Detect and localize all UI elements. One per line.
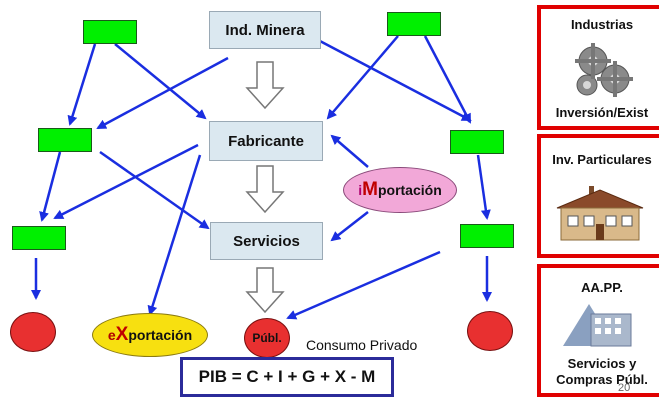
import-prefix: i [358, 182, 363, 198]
hollow-arrow-minera-to-fabricante [245, 61, 285, 110]
green-box-low-right [460, 224, 514, 248]
arrow-mid-left-to-servicios [99, 150, 210, 230]
node-services: Servicios [210, 222, 323, 260]
green-box-top-left [83, 20, 137, 44]
panel-industries-title: Industrias [570, 17, 634, 32]
panel-public-admin-caption-2: Compras Públ. [556, 372, 648, 387]
export-big-letter: X [115, 324, 129, 345]
gdp-formula: PIB = C + I + G + X - M [198, 367, 376, 386]
node-mining-label: Ind. Minera [225, 21, 305, 39]
arrow-top-right-to-fabricante [326, 35, 399, 120]
arrow-minera-to-mid-right [317, 38, 472, 122]
gears-icon [575, 43, 633, 97]
arrow-fabricante-to-low-left [53, 143, 199, 220]
arrow-low-right-to-publico [286, 250, 441, 320]
panel-private-investment-title: Inv. Particulares [552, 152, 652, 167]
panel-industries-caption: Inversión/Exist [555, 105, 649, 120]
green-box-mid-left [38, 128, 92, 152]
arrow-importacion-to-servicios [330, 211, 369, 242]
green-box-top-right [387, 12, 441, 36]
hollow-arrow-servicios-to-publico [245, 267, 285, 314]
green-box-low-left [12, 226, 66, 250]
node-manufacturer: Fabricante [209, 121, 323, 161]
building-icon [563, 304, 632, 347]
import-big-letter: M [362, 179, 378, 200]
panel-private-investment: Inv. Particulares [537, 134, 659, 258]
arrow-importacion-to-fabricante [330, 134, 369, 168]
panel-public-administration: AA.PP. Servicios y Compras Públ. [537, 264, 659, 397]
arrow-fabricante-to-exportacion [147, 154, 202, 316]
export-suffix: portación [128, 327, 193, 343]
panel-public-admin-caption-1: Servicios y [567, 356, 637, 371]
node-public-label: Públ. [252, 331, 282, 345]
panel-public-admin-title: AA.PP. [581, 280, 623, 295]
node-manufacturer-label: Fabricante [228, 132, 304, 150]
page-number: 20 [618, 382, 631, 394]
red-circle-right [467, 311, 513, 351]
export-prefix: e [107, 327, 116, 343]
import-suffix: portación [377, 182, 442, 198]
arrow-minera-to-mid-left [96, 56, 229, 130]
node-public: Públ. [244, 318, 290, 358]
arrow-mid-left-to-low-left [39, 151, 62, 222]
gdp-formula-box: PIB = C + I + G + X - M [180, 357, 394, 397]
node-services-label: Servicios [233, 232, 300, 250]
arrow-mid-right-to-low-right [476, 154, 491, 220]
house-icon [556, 186, 644, 241]
hollow-arrow-fabricante-to-servicios [245, 165, 285, 214]
node-mining-industry: Ind. Minera [209, 11, 321, 49]
green-box-mid-right [450, 130, 504, 154]
arrow-top-left-to-mid-left [67, 43, 97, 126]
arrow-top-right-to-mid-right [423, 35, 472, 124]
panel-industries: Industrias Inversión/Exist [537, 5, 659, 130]
private-consumption-label: Consumo Privado [306, 337, 418, 353]
arrow-top-left-to-fabricante [114, 43, 207, 120]
red-circle-left [10, 312, 56, 352]
